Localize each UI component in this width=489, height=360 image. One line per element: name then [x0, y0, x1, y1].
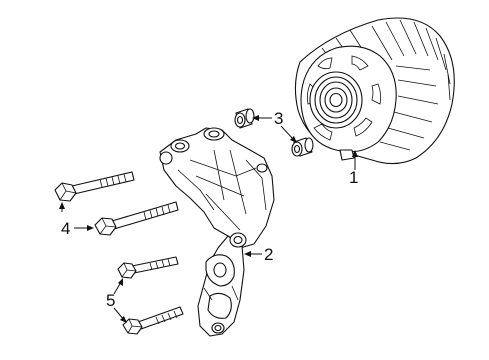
- leader-3b: [280, 125, 295, 141]
- arrow-1: [352, 150, 358, 157]
- arrow-2: [244, 251, 251, 257]
- alternator: [294, 17, 455, 165]
- arrow-4a: [59, 202, 65, 209]
- callout-3: 3: [274, 109, 283, 128]
- arrow-3b: [290, 136, 297, 143]
- callout-4: 4: [61, 219, 70, 238]
- arrow-5b: [120, 316, 127, 323]
- spacer-lower: [291, 137, 314, 157]
- callout-2: 2: [264, 245, 273, 264]
- mounting-bracket: [159, 127, 275, 337]
- alternator-fins: [321, 19, 451, 151]
- short-bolt-upper: [117, 256, 179, 279]
- arrow-4b: [87, 225, 94, 231]
- callout-5: 5: [106, 291, 115, 310]
- arrow-5a: [118, 278, 123, 286]
- arrow-3a: [252, 115, 259, 121]
- callout-1: 1: [349, 168, 358, 187]
- spacer-upper: [234, 108, 255, 129]
- long-bolt-lower: [94, 201, 179, 236]
- long-bolt-upper: [54, 171, 135, 202]
- short-bolt-lower: [122, 306, 184, 335]
- bracket-ribs: [177, 149, 267, 231]
